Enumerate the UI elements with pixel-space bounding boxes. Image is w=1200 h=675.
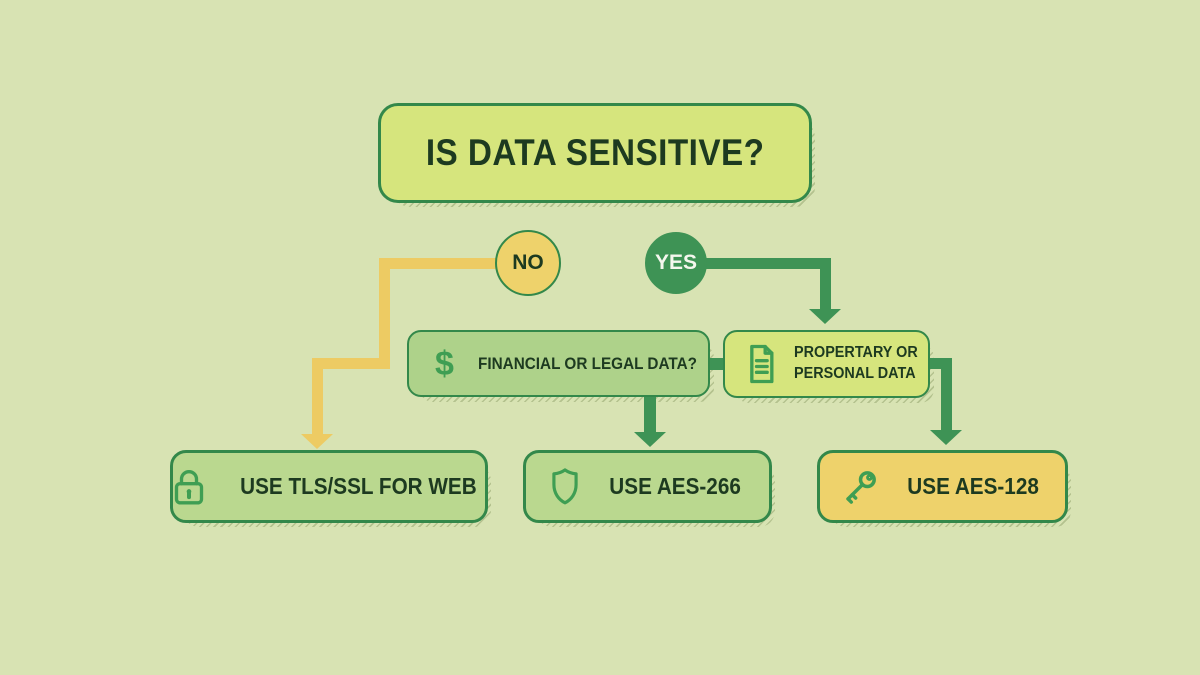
decision-root-label: IS DATA SENSITIVE? <box>425 132 765 173</box>
no-path-segment-1 <box>379 258 498 269</box>
document-icon <box>741 342 781 386</box>
outcome-aes128-box: USE AES-128 <box>817 450 1071 527</box>
branch-no-node: NO <box>495 230 561 296</box>
decision-financial-box: $ FINANCIAL OR LEGAL DATA? <box>407 330 714 402</box>
branch-yes-node: YES <box>645 232 707 294</box>
yes-path-segment-2 <box>820 258 831 311</box>
yes-path-segment-1 <box>700 258 831 269</box>
no-path-segment-2 <box>379 258 390 369</box>
decision-root-box: IS DATA SENSITIVE? <box>378 103 815 207</box>
financial-path-segment-1 <box>644 396 656 434</box>
outcome-aes128-label: USE AES-128 <box>907 473 1040 499</box>
shield-icon <box>546 466 584 508</box>
no-path-segment-3 <box>312 358 390 369</box>
key-icon <box>838 466 882 508</box>
financial-path-arrowhead-icon <box>633 432 666 447</box>
decision-proprietary-box: PROPERTARY OR PERSONAL DATA <box>723 330 934 403</box>
branch-no-label: NO <box>512 251 544 274</box>
decision-proprietary-label: PROPERTARY OR PERSONAL DATA <box>794 344 918 382</box>
proprietary-path-segment-1 <box>928 358 952 369</box>
yes-path-arrowhead-icon <box>809 309 841 324</box>
proprietary-path-arrowhead-icon <box>930 430 962 445</box>
outcome-tls-label: USE TLS/SSL FOR WEB <box>239 473 477 499</box>
outcome-aes266-label: USE AES-266 <box>609 473 742 499</box>
outcome-aes266-box: USE AES-266 <box>523 450 775 527</box>
no-path-segment-4 <box>312 358 323 436</box>
outcome-tls-box: USE TLS/SSL FOR WEB <box>169 450 491 527</box>
proprietary-path-segment-2 <box>941 358 952 432</box>
decision-financial-label: FINANCIAL OR LEGAL DATA? <box>477 353 697 373</box>
no-path-arrowhead-icon <box>301 434 333 449</box>
financial-proprietary-link <box>706 358 726 370</box>
dollar-icon: $ <box>435 344 454 383</box>
branch-yes-label: YES <box>654 251 698 274</box>
padlock-icon <box>169 466 209 508</box>
